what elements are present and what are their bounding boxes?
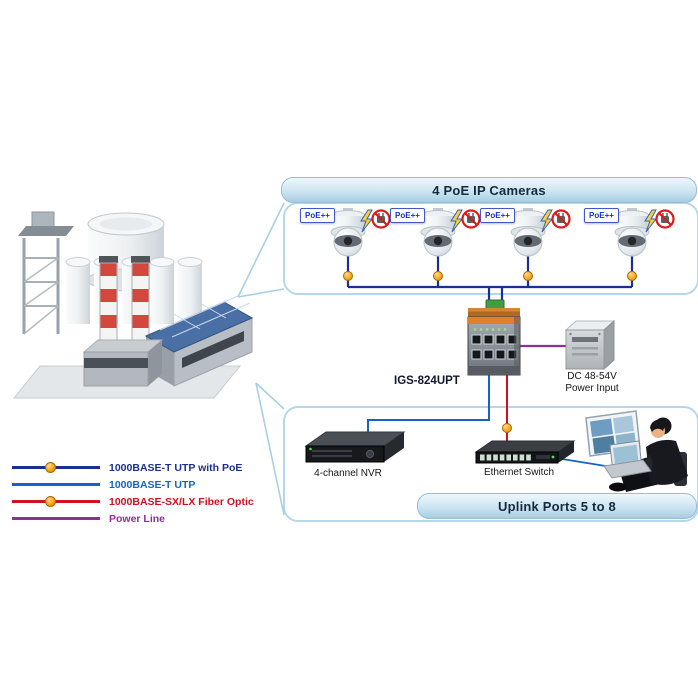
no-power-adapter-icon <box>655 209 675 229</box>
callout-lines <box>237 202 285 516</box>
legend-label-utp-poe: 1000BASE-T UTP with PoE <box>109 461 243 474</box>
legend-label-power: Power Line <box>109 512 166 525</box>
poe-switch-label: IGS-824UPT <box>394 375 460 387</box>
poe-badge-1: PoE++ <box>300 208 335 223</box>
legend-label-utp: 1000BASE-T UTP <box>109 478 196 491</box>
top-banner: 4 PoE IP Cameras <box>281 177 697 203</box>
utp-line-to-nvr <box>367 373 490 440</box>
dc-power-label-line1: DC 48-54V <box>567 371 617 382</box>
poe-camera-2 <box>420 208 481 257</box>
legend-item-utp: 1000BASE-T UTP <box>12 476 254 493</box>
poe-badge-3: PoE++ <box>480 208 515 223</box>
poe-camera-3 <box>510 208 571 257</box>
lightning-icon <box>450 209 464 233</box>
lightning-icon <box>360 209 374 233</box>
fiber-line-sample <box>12 495 100 507</box>
poe-camera-1 <box>330 208 391 257</box>
legend-item-power: Power Line <box>12 510 254 527</box>
legend-label-fiber: 1000BASE-SX/LX Fiber Optic <box>109 495 254 508</box>
lightning-icon <box>540 209 554 233</box>
legend-item-fiber: 1000BASE-SX/LX Fiber Optic <box>12 493 254 510</box>
factory-illustration <box>12 211 254 399</box>
utp-line-sample <box>12 483 100 486</box>
no-power-adapter-icon <box>371 209 391 229</box>
poe-camera-4 <box>614 208 675 257</box>
factory-building <box>144 295 254 387</box>
connection-legend: 1000BASE-T UTP with PoE 1000BASE-T UTP 1… <box>12 459 254 527</box>
bottom-banner: Uplink Ports 5 to 8 <box>417 493 697 519</box>
utp-poe-line-sample <box>12 461 100 473</box>
industrial-poe-switch <box>467 299 521 376</box>
front-building <box>82 339 164 387</box>
dc-power-label: DC 48-54V Power Input <box>544 371 640 394</box>
nvr-device <box>304 431 406 463</box>
nvr-label: 4-channel NVR <box>314 468 382 479</box>
no-power-adapter-icon <box>551 209 571 229</box>
bottom-banner-label: Uplink Ports 5 to 8 <box>498 498 616 514</box>
legend-item-utp-poe: 1000BASE-T UTP with PoE <box>12 459 254 476</box>
poe-dot-icon <box>45 495 56 507</box>
poe-dot-icon <box>45 461 56 473</box>
poe-dots <box>343 271 637 433</box>
no-power-adapter-icon <box>461 209 481 229</box>
scaffold-tower <box>18 211 74 335</box>
operator-with-laptop <box>585 410 688 492</box>
dc-power-label-line2: Power Input <box>565 382 619 394</box>
lightning-icon <box>644 209 658 233</box>
ethernet-switch-label: Ethernet Switch <box>483 467 555 478</box>
poe-badge-4: PoE++ <box>584 208 619 223</box>
rj45-ports <box>471 334 518 360</box>
dc-power-supply <box>564 319 616 371</box>
poe-badge-2: PoE++ <box>390 208 425 223</box>
laptop <box>603 440 652 479</box>
top-banner-label: 4 PoE IP Cameras <box>432 182 546 198</box>
switch-ports <box>480 454 531 461</box>
power-line-sample <box>12 517 100 520</box>
ethernet-switch-device <box>474 440 576 464</box>
